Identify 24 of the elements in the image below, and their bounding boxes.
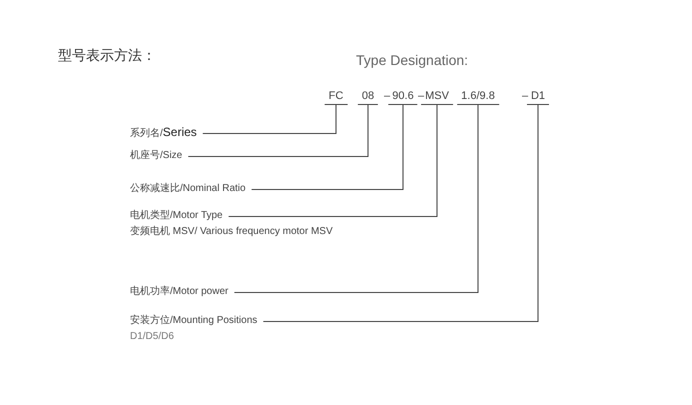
field-label: 机座号/Size: [130, 150, 182, 162]
field-label: 公称减速比/Nominal Ratio: [130, 183, 246, 195]
field-label: 电机类型/Motor Type: [130, 210, 223, 222]
connector-line: [202, 104, 336, 134]
code-segment: 08: [358, 90, 378, 105]
connector-line: [234, 104, 478, 293]
field-label: 电机功率/Motor power: [130, 286, 228, 298]
separator-dash: –: [418, 90, 424, 102]
code-segment: FC: [324, 90, 348, 105]
note: D1/D5/D6: [130, 331, 174, 343]
code-segment: D1: [526, 90, 550, 105]
separator-dash: –: [384, 90, 390, 102]
connector-line: [188, 104, 368, 157]
code-segment: 90.6: [388, 90, 418, 105]
title: 型号表示方法：: [58, 47, 156, 65]
note: 变频电机 MSV/ Various frequency motor MSV: [130, 226, 333, 238]
connector-line: [262, 104, 538, 322]
connector-line: [251, 104, 404, 190]
code-segment: 1.6/9.8: [457, 90, 499, 105]
field-label: 安装方位/Mounting Positions: [130, 315, 258, 327]
field-label: 系列名/Series: [130, 126, 197, 140]
connector-line: [228, 104, 438, 217]
subtitle: Type Designation:: [356, 52, 468, 68]
separator-dash: –: [522, 90, 528, 102]
